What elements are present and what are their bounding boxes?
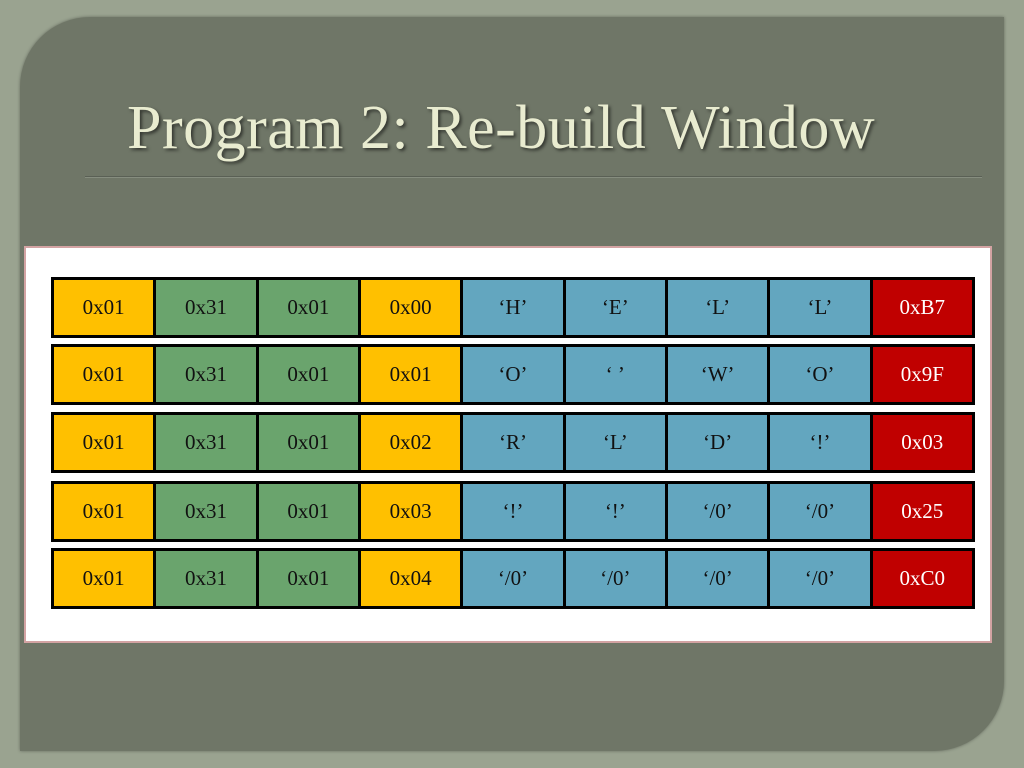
packet-cell: ‘H’ — [463, 280, 563, 335]
title-divider — [85, 176, 982, 178]
packet-cell: ‘!’ — [565, 484, 665, 539]
packet-cell: 0x31 — [156, 551, 256, 606]
packet-cell: 0x02 — [360, 415, 461, 470]
packet-cell: ‘!’ — [463, 484, 563, 539]
packet-cell: ‘/0’ — [463, 551, 563, 606]
packet-cell: ‘/0’ — [667, 551, 768, 606]
packet-cell: ‘!’ — [770, 415, 870, 470]
packet-cell: 0x31 — [156, 415, 256, 470]
packet-cell: 0x00 — [360, 280, 461, 335]
packet-cell: 0x04 — [360, 551, 461, 606]
packet-cell: 0x01 — [258, 551, 358, 606]
packet-table-panel: 0x01 0x31 0x01 0x00 ‘H’ ‘E’ ‘L’ ‘L’ 0xB7… — [24, 246, 992, 643]
packet-cell: ‘/0’ — [770, 551, 870, 606]
packet-row: 0x01 0x31 0x01 0x01 ‘O’ ‘ ’ ‘W’ ‘O’ 0x9F — [51, 344, 975, 405]
packet-cell: ‘R’ — [463, 415, 563, 470]
packet-cell: 0x01 — [258, 280, 358, 335]
packet-row: 0x01 0x31 0x01 0x03 ‘!’ ‘!’ ‘/0’ ‘/0’ 0x… — [51, 481, 975, 542]
packet-cell: 0xB7 — [872, 280, 972, 335]
packet-cell: ‘/0’ — [770, 484, 870, 539]
packet-cell: 0x01 — [54, 347, 154, 402]
packet-cell: 0x25 — [872, 484, 972, 539]
packet-cell: 0x01 — [54, 280, 154, 335]
packet-cell: 0x01 — [360, 347, 461, 402]
packet-cell: 0x31 — [156, 280, 256, 335]
packet-cell: 0x01 — [258, 415, 358, 470]
packet-cell: 0x03 — [360, 484, 461, 539]
packet-cell: ‘ ’ — [565, 347, 665, 402]
packet-cell: 0x01 — [54, 484, 154, 539]
packet-cell: ‘L’ — [667, 280, 768, 335]
packet-row: 0x01 0x31 0x01 0x04 ‘/0’ ‘/0’ ‘/0’ ‘/0’ … — [51, 548, 975, 609]
packet-row: 0x01 0x31 0x01 0x02 ‘R’ ‘L’ ‘D’ ‘!’ 0x03 — [51, 412, 975, 473]
packet-cell: ‘D’ — [667, 415, 768, 470]
packet-cell: 0x01 — [258, 484, 358, 539]
packet-cell: 0x01 — [54, 551, 154, 606]
packet-cell: 0x01 — [54, 415, 154, 470]
packet-cell: ‘L’ — [565, 415, 665, 470]
packet-cell: 0x9F — [872, 347, 972, 402]
packet-cell: ‘L’ — [770, 280, 870, 335]
packet-cell: 0xC0 — [872, 551, 972, 606]
packet-row: 0x01 0x31 0x01 0x00 ‘H’ ‘E’ ‘L’ ‘L’ 0xB7 — [51, 277, 975, 338]
packet-cell: 0x31 — [156, 484, 256, 539]
packet-cell: ‘/0’ — [565, 551, 665, 606]
packet-cell: ‘E’ — [565, 280, 665, 335]
packet-cell: 0x31 — [156, 347, 256, 402]
packet-cell: 0x03 — [872, 415, 972, 470]
packet-cell: ‘W’ — [667, 347, 768, 402]
packet-cell: ‘O’ — [770, 347, 870, 402]
packet-cell: ‘O’ — [463, 347, 563, 402]
packet-cell: ‘/0’ — [667, 484, 768, 539]
packet-cell: 0x01 — [258, 347, 358, 402]
slide-title: Program 2: Re-build Window — [127, 94, 876, 162]
